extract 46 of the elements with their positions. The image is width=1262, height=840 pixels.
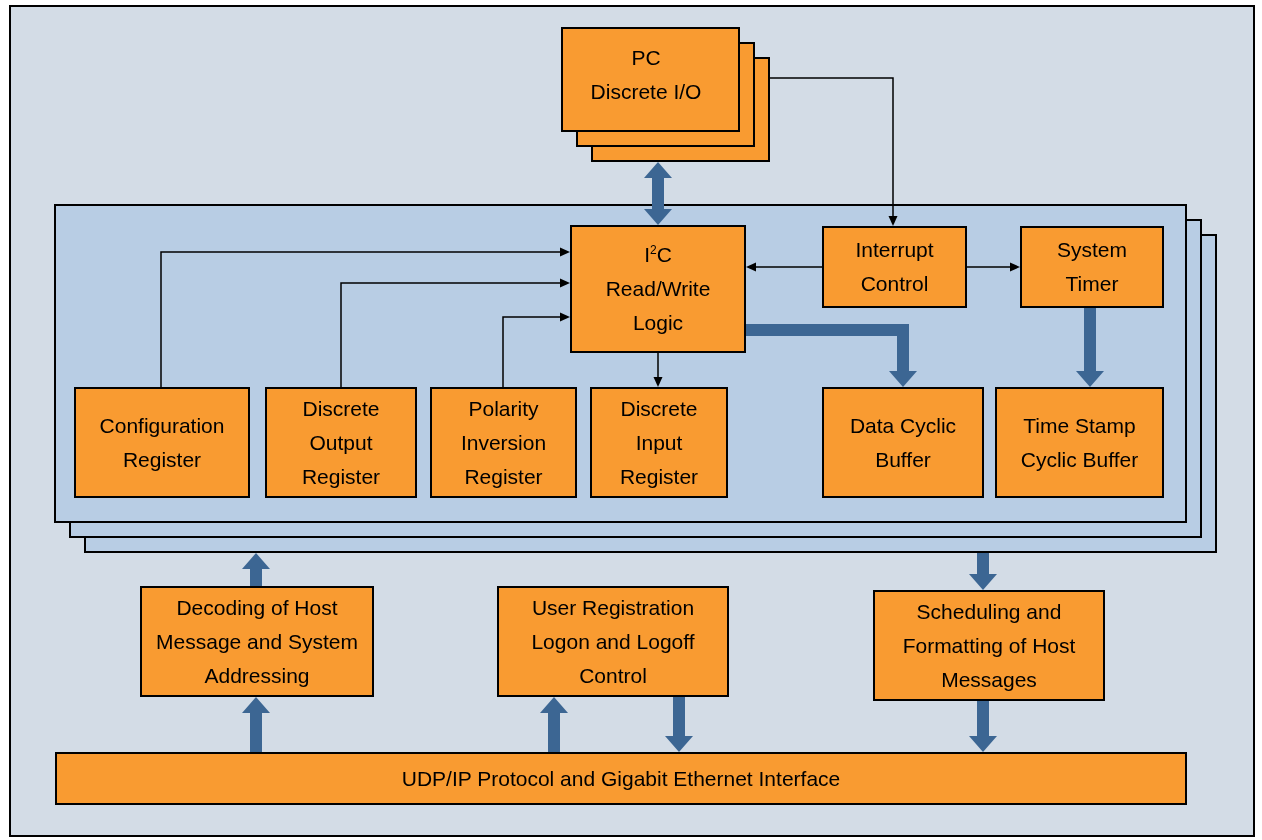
process-box <box>822 387 984 498</box>
box-label: PC <box>631 45 661 71</box>
process-box <box>430 387 577 498</box>
box-label: Data Cyclic Buffer <box>848 412 958 473</box>
block-arrow <box>746 324 917 387</box>
box-label: User Registration Logon and Logoff Control <box>530 594 696 689</box>
process-box <box>1020 226 1164 308</box>
block-arrow <box>242 697 270 752</box>
box-label: Discrete Input Register <box>618 395 700 490</box>
box-label: Time Stamp Cyclic Buffer <box>1019 412 1140 473</box>
box-label: I$^{2}$C Read/Write Logic <box>604 242 712 336</box>
block-arrow <box>969 553 997 590</box>
box-label: Discrete I/O <box>590 79 702 105</box>
arrow <box>653 352 663 387</box>
process-box <box>570 225 746 353</box>
arrow <box>160 247 570 388</box>
arrow <box>502 312 570 388</box>
box-label: Polarity Inversion Register <box>459 395 548 490</box>
process-box <box>497 586 729 697</box>
arrow <box>340 278 570 388</box>
box-label: Scheduling and Formatting of Host Messages <box>901 598 1077 693</box>
arrow <box>769 77 898 226</box>
arrow <box>746 262 823 272</box>
process-box <box>822 226 967 308</box>
process-box <box>74 387 250 498</box>
process-box <box>590 387 728 498</box>
stacked-box <box>561 27 770 162</box>
block-arrow <box>540 697 568 752</box>
process-box <box>140 586 374 697</box>
arrow <box>966 262 1020 272</box>
block-arrow <box>1076 308 1104 387</box>
block-arrow <box>644 162 672 225</box>
stacked-panel <box>54 204 1217 553</box>
block-arrow <box>665 697 693 752</box>
box-label: Configuration Register <box>98 412 226 473</box>
block-arrow <box>969 701 997 752</box>
process-box <box>265 387 417 498</box>
process-box <box>55 752 1187 805</box>
box-label: System Timer <box>1056 237 1128 297</box>
block-arrow <box>242 553 270 586</box>
box-label: UDP/IP Protocol and Gigabit Ethernet Interface <box>401 765 841 792</box>
box-label: Decoding of Host Message and System Addressing <box>155 594 359 689</box>
process-box <box>995 387 1164 498</box>
box-label: Discrete Output Register <box>300 395 382 490</box>
process-box <box>873 590 1105 701</box>
box-label: Interrupt Control <box>854 237 935 297</box>
